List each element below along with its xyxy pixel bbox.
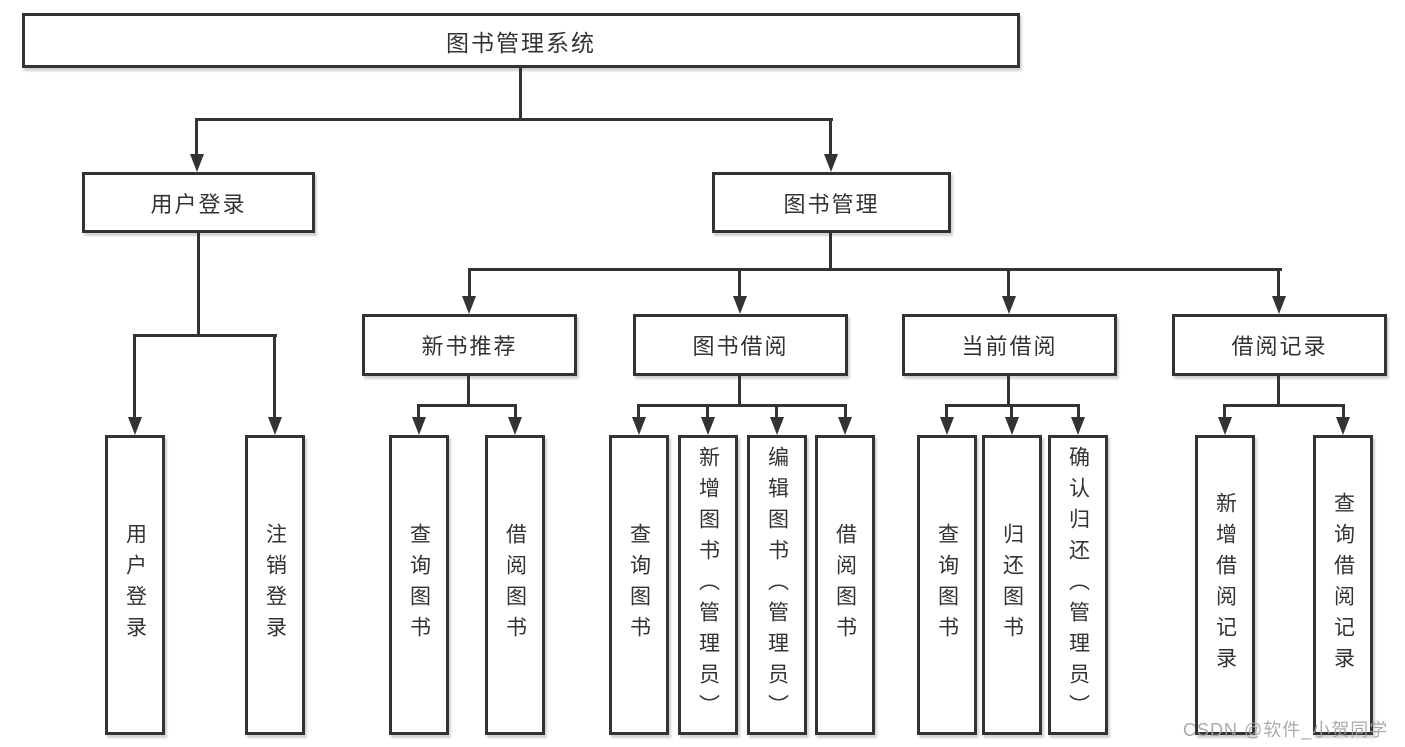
node-user-login: 用户登录 xyxy=(82,172,315,233)
arrow-down-icon xyxy=(632,417,646,435)
connector-line xyxy=(468,268,1282,271)
connector-line xyxy=(829,233,832,271)
node-user-login-label: 用户登录 xyxy=(150,191,247,217)
arrow-down-icon xyxy=(1005,417,1019,435)
arrow-down-icon xyxy=(770,417,784,435)
leaf-logout-label: 注销登录 xyxy=(263,523,287,647)
leaf-add-book-admin-label: 新增图书（管理员） xyxy=(696,445,720,725)
arrow-down-icon xyxy=(128,417,142,435)
connector-line xyxy=(1342,404,1345,418)
arrow-down-icon xyxy=(940,417,954,435)
node-book-borrowing: 图书借阅 xyxy=(633,314,848,376)
connector-line xyxy=(1223,404,1226,418)
leaf-query-books-recommend-label: 查询图书 xyxy=(407,523,431,647)
connector-line xyxy=(829,118,832,156)
connector-line xyxy=(417,404,517,407)
node-new-book-recommend-label: 新书推荐 xyxy=(421,334,518,359)
arrow-down-icon xyxy=(268,417,282,435)
arrow-down-icon xyxy=(508,417,522,435)
leaf-confirm-return-admin-label: 确认归还（管理员） xyxy=(1066,445,1090,725)
connector-line xyxy=(706,404,709,418)
node-borrowing-records-label: 借阅记录 xyxy=(1231,334,1328,359)
connector-line xyxy=(195,118,198,156)
arrow-down-icon xyxy=(733,296,747,314)
node-root-label: 图书管理系统 xyxy=(446,29,596,56)
leaf-edit-book-admin: 编辑图书（管理员） xyxy=(747,435,807,735)
arrow-down-icon xyxy=(1071,417,1085,435)
leaf-query-books-recommend: 查询图书 xyxy=(389,435,449,735)
arrow-down-icon xyxy=(412,417,426,435)
connector-line xyxy=(195,118,833,121)
connector-line xyxy=(738,268,741,296)
leaf-borrow-books-borrowing-label: 借阅图书 xyxy=(833,523,857,647)
leaf-query-borrow-record: 查询借阅记录 xyxy=(1313,435,1373,735)
leaf-return-books: 归还图书 xyxy=(982,435,1042,735)
connector-line xyxy=(1007,268,1010,296)
leaf-return-books-label: 归还图书 xyxy=(1000,523,1024,647)
connector-line xyxy=(197,233,200,336)
leaf-confirm-return-admin: 确认归还（管理员） xyxy=(1048,435,1108,735)
leaf-borrow-books-recommend: 借阅图书 xyxy=(485,435,545,735)
arrow-down-icon xyxy=(701,417,715,435)
connector-line xyxy=(273,334,276,419)
connector-line xyxy=(468,268,471,296)
connector-line xyxy=(637,404,640,418)
leaf-query-books-borrowing-label: 查询图书 xyxy=(627,523,651,647)
node-borrowing-records: 借阅记录 xyxy=(1172,314,1387,376)
leaf-user-login-label: 用户登录 xyxy=(123,523,147,647)
connector-line xyxy=(133,334,277,337)
arrow-down-icon xyxy=(1218,417,1232,435)
leaf-borrow-books-recommend-label: 借阅图书 xyxy=(503,523,527,647)
arrow-down-icon xyxy=(1336,417,1350,435)
arrow-down-icon xyxy=(1002,296,1016,314)
connector-line xyxy=(1077,404,1080,418)
connector-line xyxy=(519,68,522,120)
leaf-query-books-current-label: 查询图书 xyxy=(935,523,959,647)
connector-line xyxy=(775,404,778,418)
connector-line xyxy=(514,404,517,418)
arrow-down-icon xyxy=(190,154,204,172)
connector-line xyxy=(637,404,847,407)
node-book-borrowing-label: 图书借阅 xyxy=(692,334,789,359)
watermark: CSDN @软件_小贺同学 xyxy=(1183,720,1389,740)
connector-line xyxy=(1277,268,1280,296)
leaf-user-login: 用户登录 xyxy=(105,435,165,735)
leaf-borrow-books-borrowing: 借阅图书 xyxy=(815,435,875,735)
arrow-down-icon xyxy=(824,154,838,172)
connector-line xyxy=(133,334,136,419)
connector-line xyxy=(945,404,948,418)
arrow-down-icon xyxy=(462,296,476,314)
node-current-borrowing: 当前借阅 xyxy=(902,314,1117,376)
leaf-add-book-admin: 新增图书（管理员） xyxy=(678,435,738,735)
connector-line xyxy=(417,404,420,418)
arrow-down-icon xyxy=(838,417,852,435)
arrow-down-icon xyxy=(1272,296,1286,314)
leaf-add-borrow-record-label: 新增借阅记录 xyxy=(1213,492,1237,678)
leaf-query-books-current: 查询图书 xyxy=(917,435,977,735)
leaf-query-borrow-record-label: 查询借阅记录 xyxy=(1331,492,1355,678)
connector-line xyxy=(844,404,847,418)
leaf-edit-book-admin-label: 编辑图书（管理员） xyxy=(765,445,789,725)
leaf-add-borrow-record: 新增借阅记录 xyxy=(1195,435,1255,735)
leaf-query-books-borrowing: 查询图书 xyxy=(609,435,669,735)
node-root: 图书管理系统 xyxy=(22,13,1020,68)
connector-line xyxy=(467,376,470,406)
connector-line xyxy=(738,376,741,406)
node-book-management: 图书管理 xyxy=(712,172,951,233)
node-current-borrowing-label: 当前借阅 xyxy=(961,334,1058,359)
connector-line xyxy=(1223,404,1345,407)
node-book-management-label: 图书管理 xyxy=(783,191,880,217)
connector-line xyxy=(1010,404,1013,418)
leaf-logout: 注销登录 xyxy=(245,435,305,735)
node-new-book-recommend: 新书推荐 xyxy=(362,314,577,376)
connector-line xyxy=(1277,376,1280,406)
connector-line xyxy=(1007,376,1010,406)
